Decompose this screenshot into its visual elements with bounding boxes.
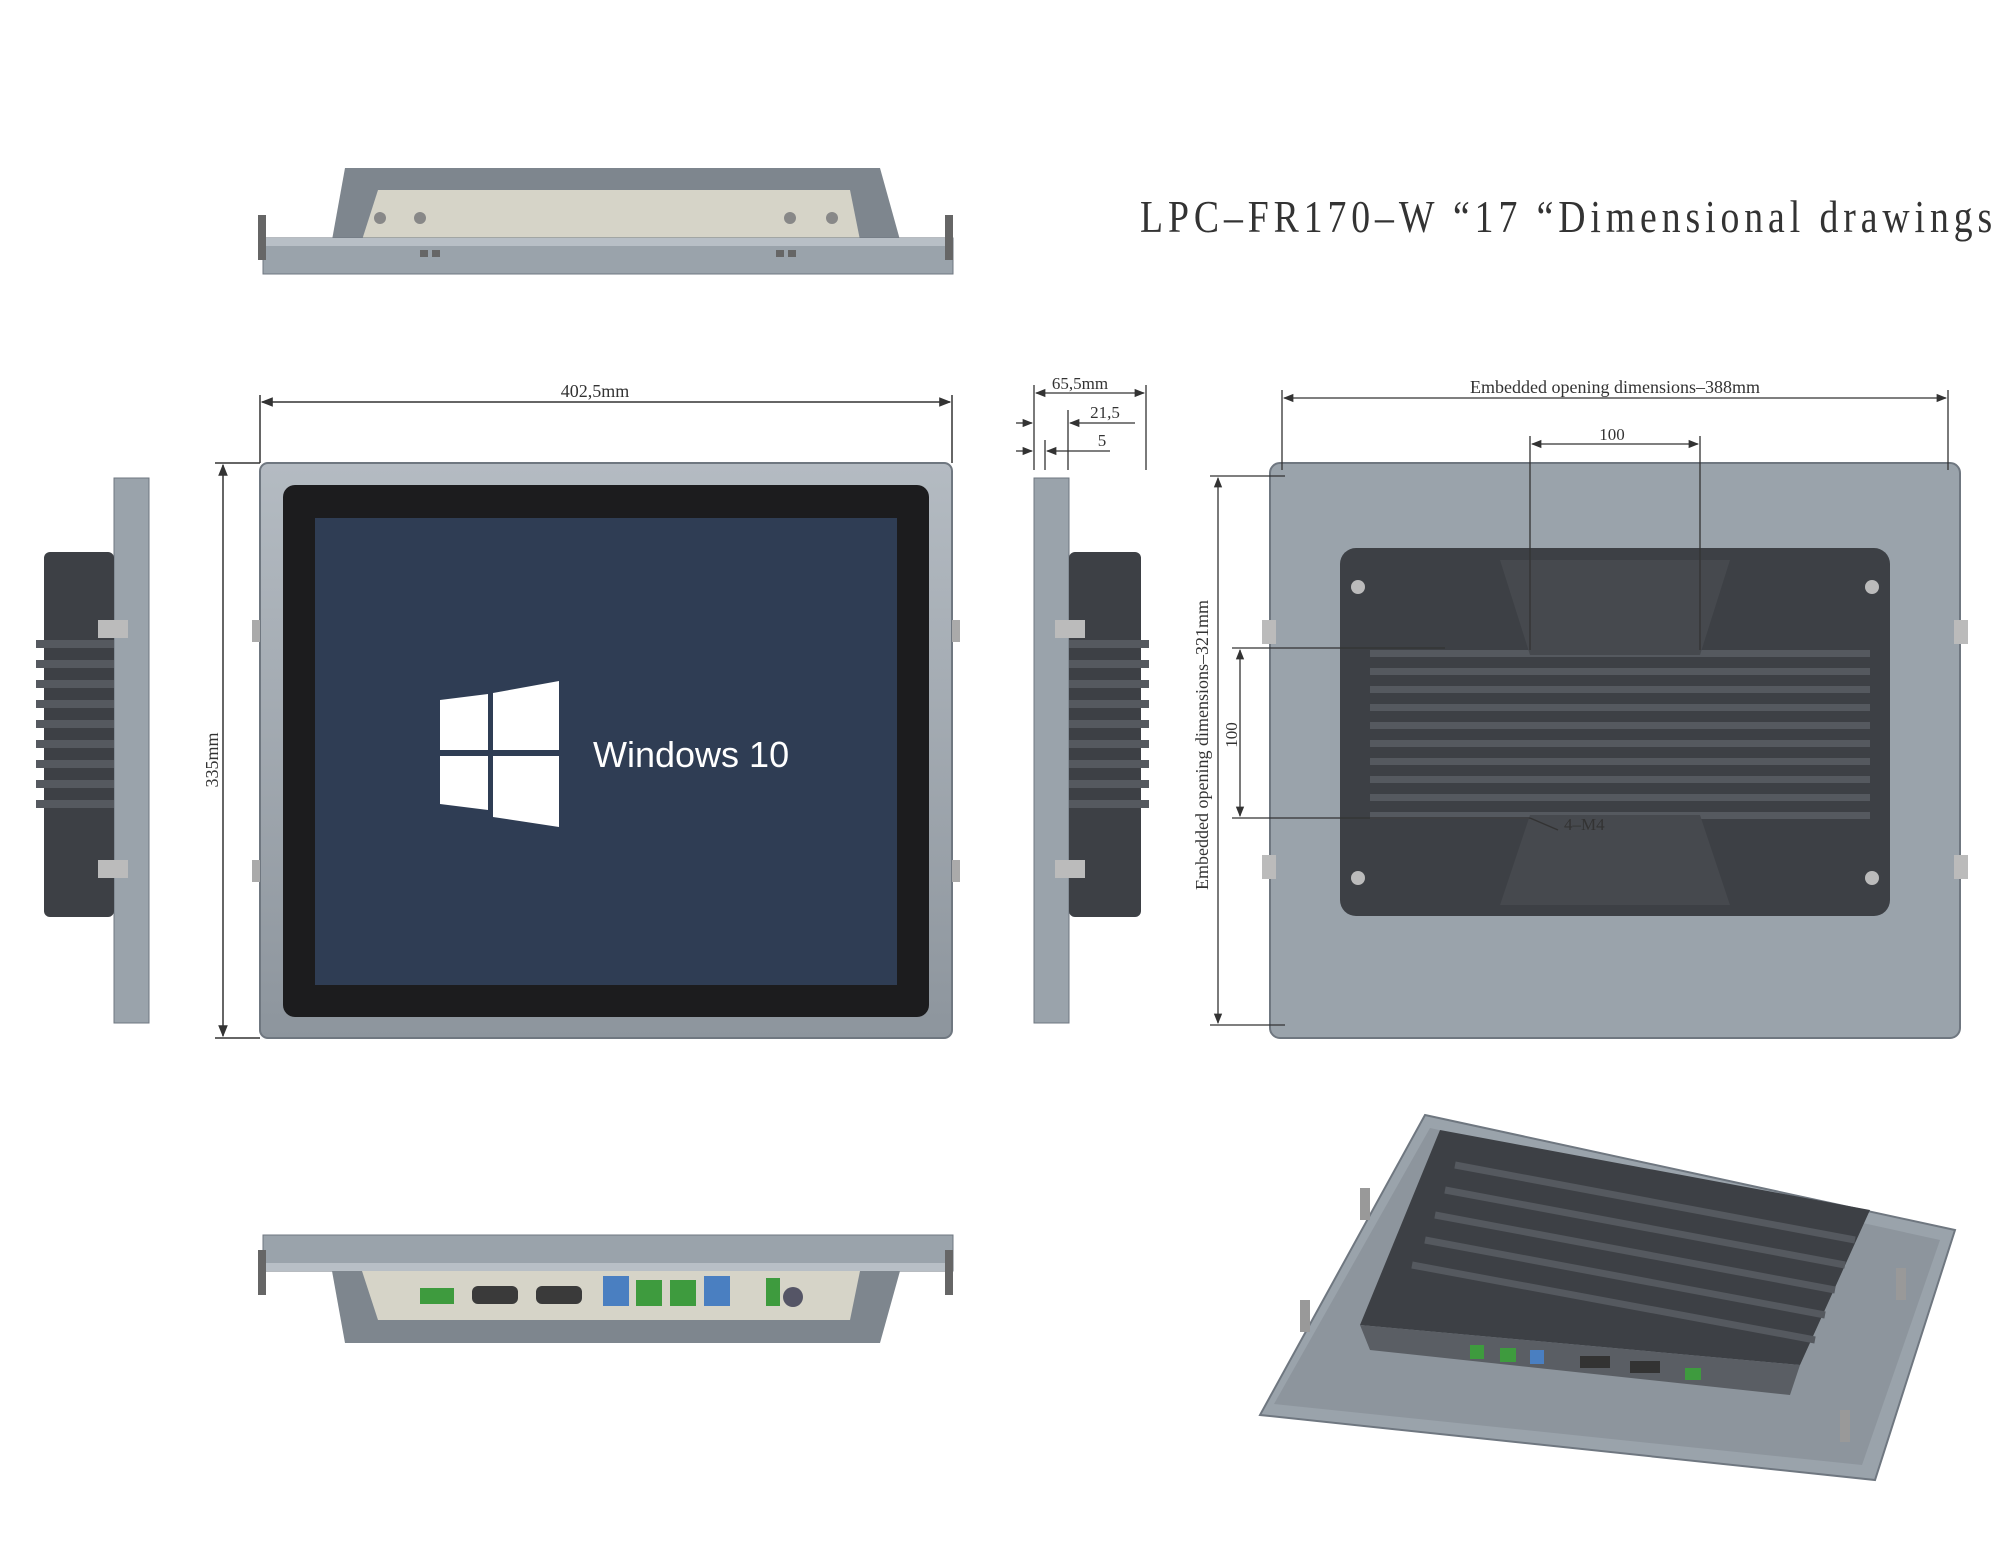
front-view: Windows 10 [252,462,960,1039]
screw-label: 4–M4 [1564,815,1605,834]
dim-depth-total-label: 65,5mm [1052,374,1108,393]
top-view [258,168,954,275]
dimension-embed-width [1281,390,1949,470]
dim-embed-height-label: Embedded opening dimensions–321mm [1192,600,1212,890]
screw-leader [1529,817,1559,831]
dimension-height [215,462,260,1039]
dim-width-label: 402,5mm [561,381,630,401]
screen-logo-text: Windows 10 [593,734,789,775]
dim-vesa-h-label: 100 [1599,425,1625,444]
right-side-view [1033,477,1149,1024]
bottom-view [258,1234,954,1343]
screen [315,518,897,985]
left-side-view [36,477,150,1024]
dim-depth-bezel-label: 5 [1098,431,1107,450]
dim-depth-panel-label: 21,5 [1090,403,1120,422]
windows-logo-icon [440,681,559,827]
isometric-rear-view [1258,1113,1957,1482]
dimension-depth [1016,385,1147,470]
dim-height-label: 335mm [202,732,222,787]
dimension-embed-height [1210,475,1285,1026]
rear-view [1262,462,1968,1039]
dim-embed-width-label: Embedded opening dimensions–388mm [1470,377,1760,397]
dimension-vesa-vertical [1232,647,1530,819]
dim-vesa-v-label: 100 [1222,722,1241,748]
dimension-width [259,395,953,463]
dimension-vesa-horizontal [1529,436,1701,650]
